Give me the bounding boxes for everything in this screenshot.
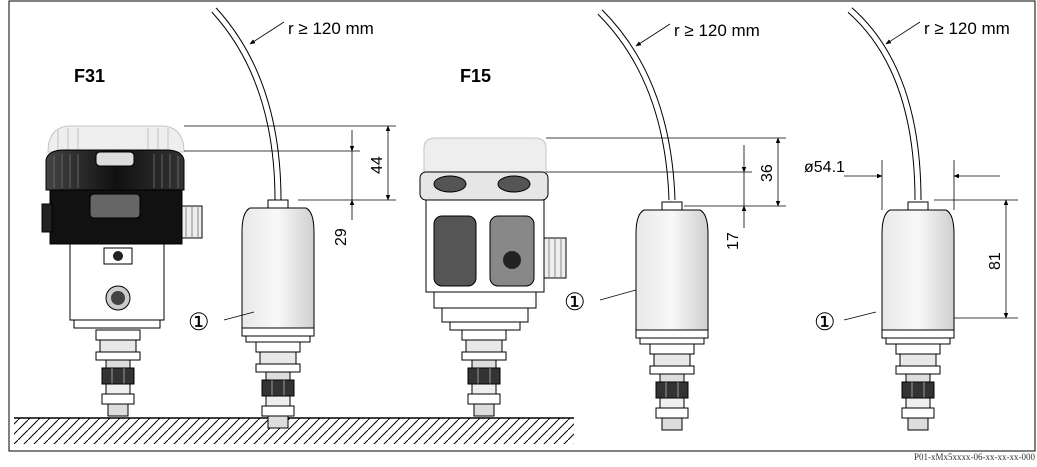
sensor-marker-2: ① [564, 289, 586, 316]
f31-dimensions [184, 125, 396, 220]
technical-drawing: F31 F15 r ≥ 120 mm r ≥ 120 mm r ≥ 120 mm… [8, 0, 1036, 452]
frame-border [8, 0, 1036, 452]
dim-44: 44 [369, 156, 386, 174]
bend-radius-label-2: r ≥ 120 mm [674, 21, 760, 40]
sensor-marker-3: ① [814, 309, 836, 336]
bend-radius-label-1: r ≥ 120 mm [288, 19, 374, 38]
leader-lines [223, 21, 921, 321]
f15-sensor [597, 9, 709, 431]
housing-label-f15: F15 [460, 66, 491, 86]
f31-sensor [211, 7, 315, 429]
dim-29: 29 [333, 228, 350, 246]
drawing-frame: F31 F15 r ≥ 120 mm r ≥ 120 mm r ≥ 120 mm… [8, 0, 1036, 452]
housing-label-f31: F31 [74, 66, 105, 86]
f15-housing [419, 137, 567, 417]
f15-dimensions [546, 137, 786, 228]
dim-36: 36 [759, 164, 776, 182]
f31-housing [41, 125, 203, 417]
sensor-marker-1: ① [188, 309, 210, 336]
ground-hatch [14, 418, 574, 444]
dim-17: 17 [725, 232, 742, 250]
dim-diameter: ø54.1 [804, 159, 845, 176]
standalone-sensor [847, 7, 955, 431]
figure-code: P01-xMx5xxxx-06-xx-xx-xx-000 [914, 452, 1035, 462]
dim-81: 81 [987, 252, 1004, 270]
bend-radius-label-3: r ≥ 120 mm [924, 19, 1010, 38]
standalone-dimensions [844, 160, 1018, 319]
